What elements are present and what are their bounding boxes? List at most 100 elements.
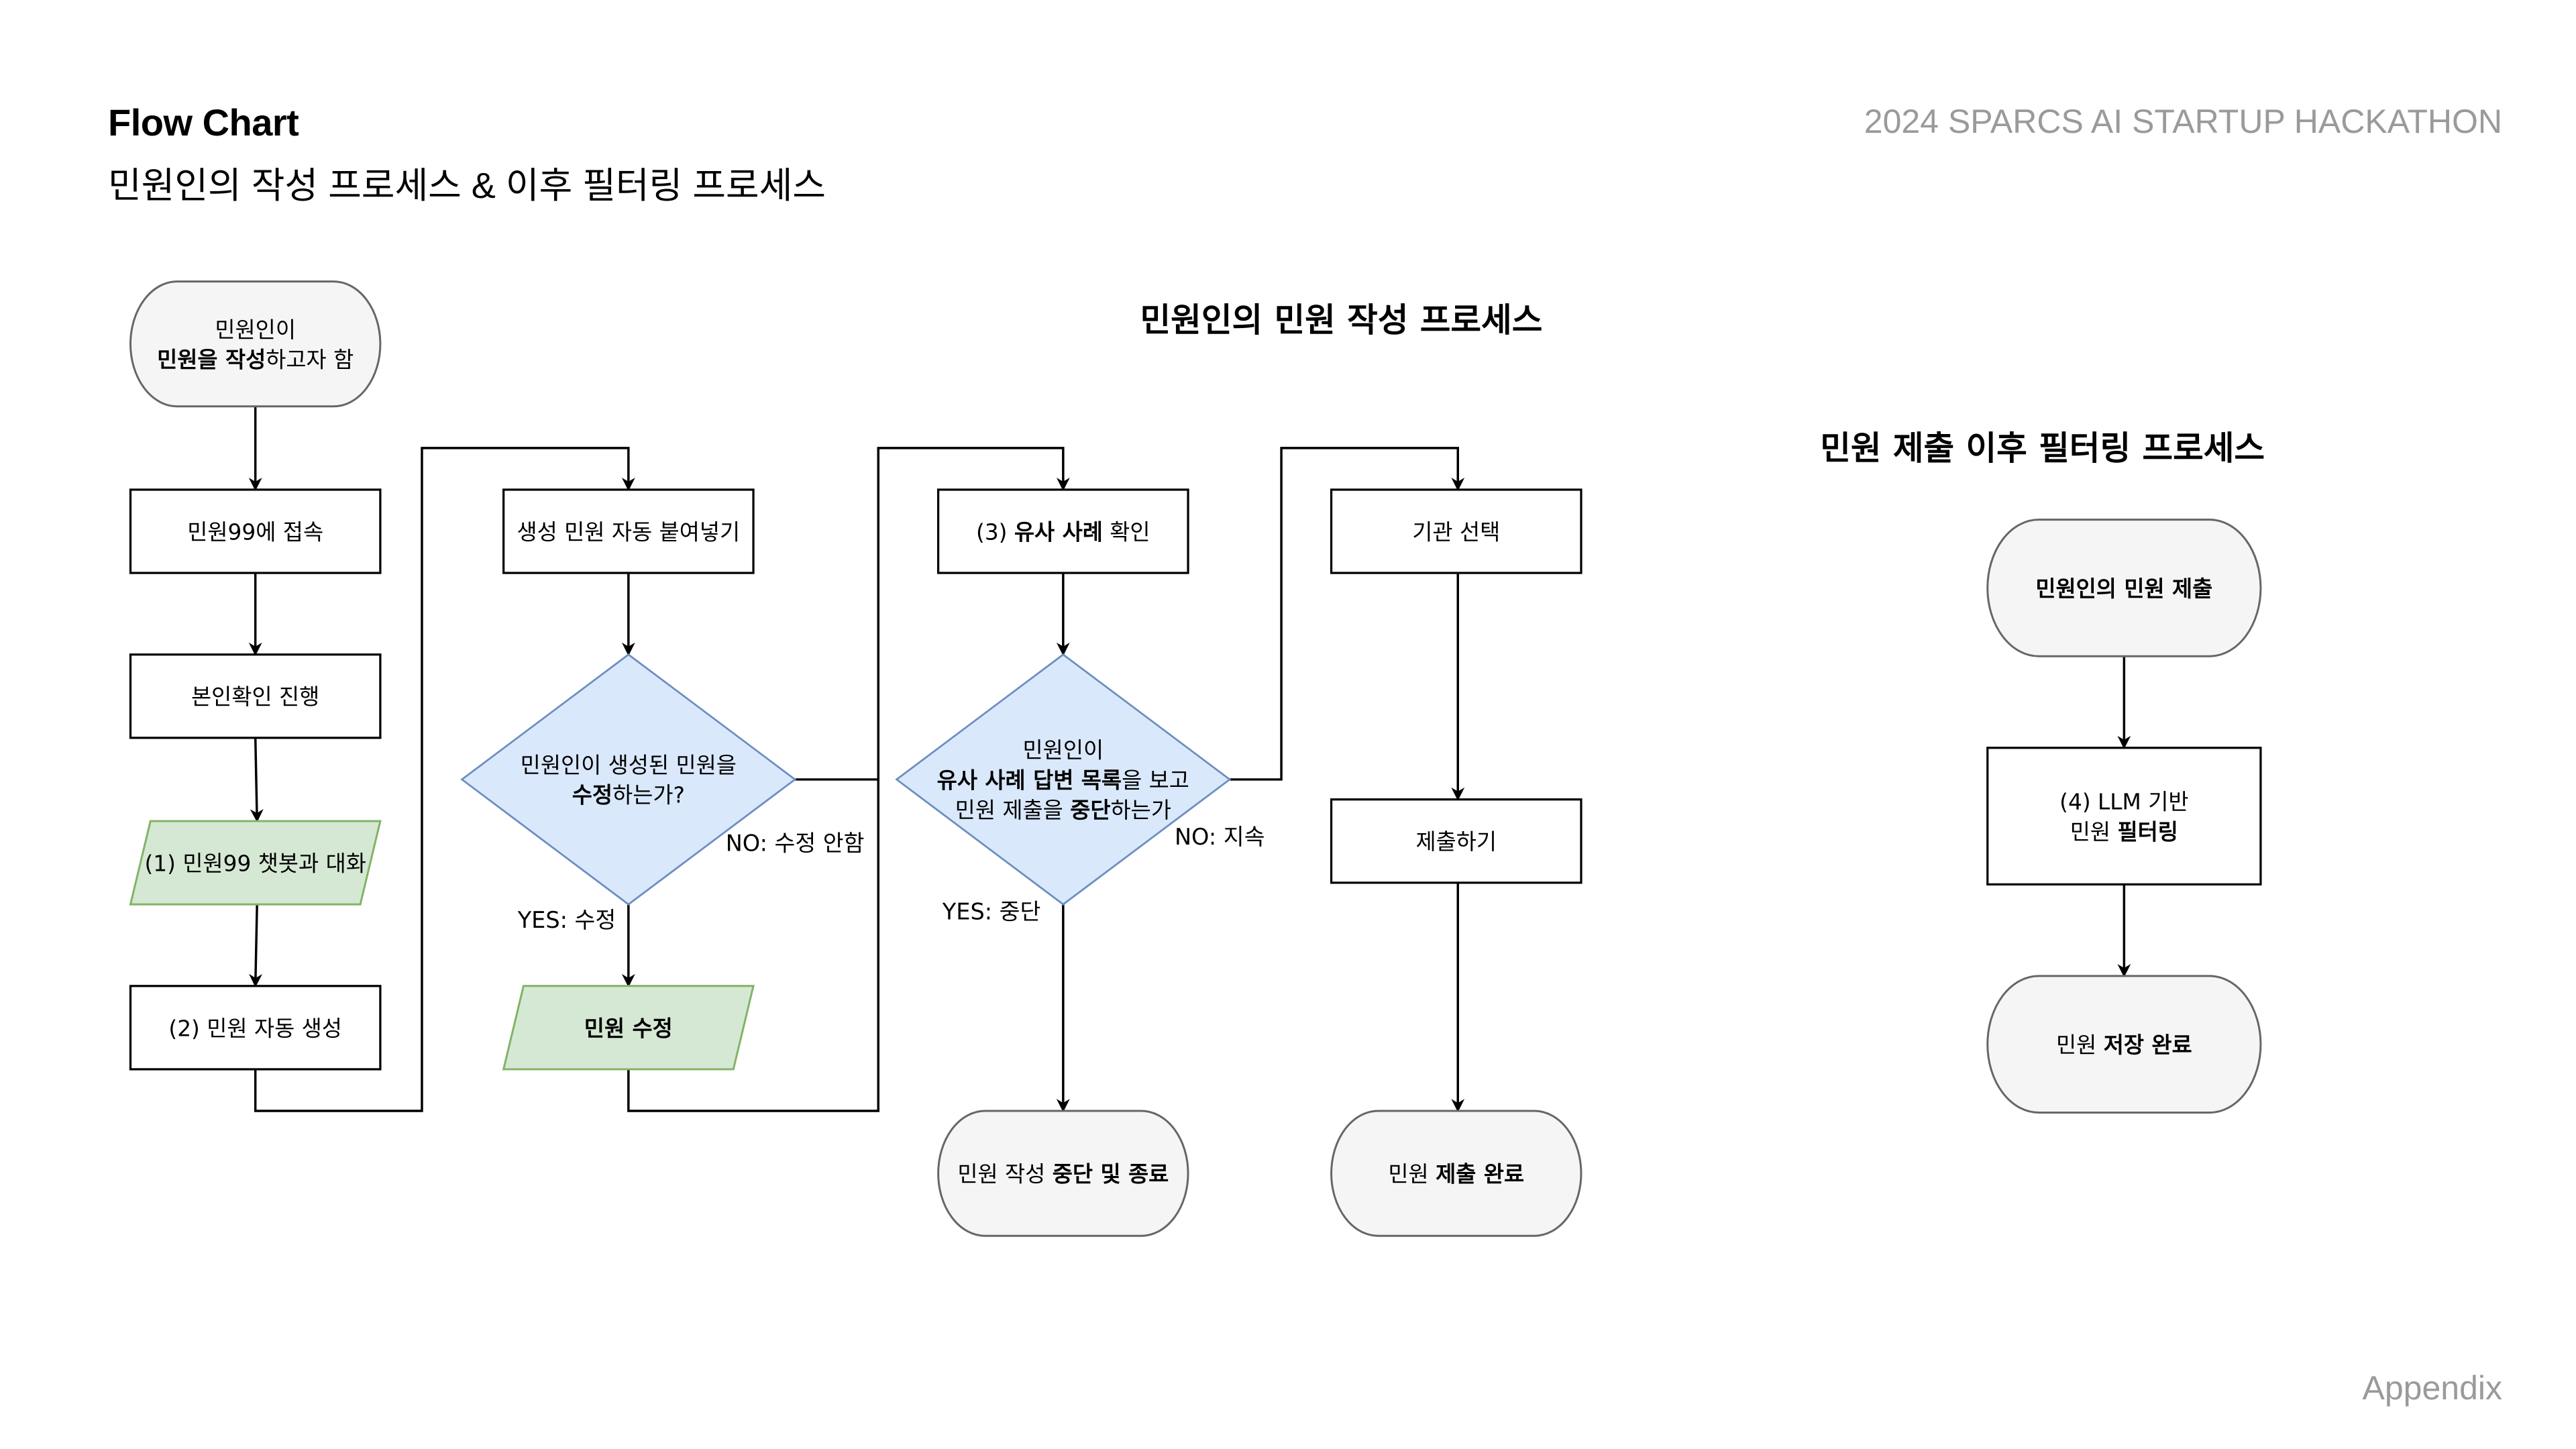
node-text-bold: 민원 수정 bbox=[584, 1016, 673, 1041]
terminal-shape bbox=[1986, 519, 2262, 657]
node-text-regular: 민원 작성 bbox=[957, 1162, 1052, 1187]
node-text-line: 민원 작성 중단 및 종료 bbox=[957, 1162, 1169, 1187]
node-text-bold: 유사 사례 답변 목록 bbox=[937, 767, 1122, 793]
node-text-line: 민원 제출을 중단하는가 bbox=[955, 798, 1171, 823]
section-title-writing: 민원인의 민원 작성 프로세스 bbox=[1140, 301, 1543, 339]
process-shape bbox=[1330, 488, 1582, 574]
node-text-regular: 제출하기 bbox=[1415, 829, 1497, 855]
node-text-line: (4) LLM 기반 bbox=[2059, 790, 2188, 815]
edges bbox=[248, 406, 2131, 1112]
node-chatbot[interactable]: (1) 민원99 챗봇과 대화 bbox=[129, 820, 382, 906]
node-text-line: 민원 제출 완료 bbox=[1388, 1162, 1524, 1187]
node-text-line: (3) 유사 사례 확인 bbox=[976, 519, 1150, 545]
node-text-line: 민원인이 bbox=[215, 317, 296, 343]
node-edit[interactable]: 민원 수정 bbox=[502, 985, 755, 1071]
node-text-bold: 중단 bbox=[1070, 798, 1110, 823]
node-text-regular: (4) LLM 기반 bbox=[2059, 790, 2188, 815]
node-submit-end[interactable]: 민원 제출 완료 bbox=[1330, 1110, 1582, 1237]
node-text-regular: 본인확인 진행 bbox=[191, 684, 319, 710]
process-shape bbox=[1986, 747, 2262, 885]
terminal-shape bbox=[129, 280, 382, 408]
node-text-line: 민원인이 bbox=[1023, 738, 1104, 763]
node-text-regular: 민원 제출을 bbox=[955, 798, 1071, 823]
node-text-line: 본인확인 진행 bbox=[191, 684, 319, 710]
node-access[interactable]: 민원99에 접속 bbox=[129, 488, 382, 574]
node-f-end[interactable]: 민원 저장 완료 bbox=[1986, 975, 2262, 1114]
node-text-line: 수정하는가? bbox=[572, 783, 685, 808]
node-text-regular: 확인 bbox=[1103, 519, 1150, 545]
io-shape bbox=[502, 985, 755, 1071]
node-submit[interactable]: 제출하기 bbox=[1330, 798, 1582, 884]
edge-label: YES: 중단 bbox=[942, 898, 1040, 924]
node-text-regular: (3) bbox=[976, 519, 1014, 545]
node-text-line: 기관 선택 bbox=[1412, 519, 1500, 545]
edge-chatbot-to-autogen bbox=[249, 904, 262, 987]
process-shape bbox=[1330, 798, 1582, 884]
section-title-filtering: 민원 제출 이후 필터링 프로세스 bbox=[1820, 429, 2265, 468]
node-text-line: 민원 저장 완료 bbox=[2056, 1032, 2192, 1058]
node-text-regular: 생성 민원 자동 붙여넣기 bbox=[517, 519, 740, 545]
node-text-regular: 민원인이 생성된 민원을 bbox=[521, 753, 737, 778]
process-shape bbox=[129, 488, 382, 574]
edge-verify-to-chatbot bbox=[250, 737, 264, 822]
terminal-shape bbox=[1986, 975, 2262, 1114]
process-shape bbox=[502, 488, 755, 574]
node-f-start[interactable]: 민원인의 민원 제출 bbox=[1986, 519, 2262, 657]
node-text-bold: 민원을 작성 bbox=[157, 347, 266, 372]
event-brand: 2024 SPARCS AI STARTUP HACKATHON bbox=[1864, 103, 2502, 140]
node-autogen[interactable]: (2) 민원 자동 생성 bbox=[129, 985, 382, 1071]
page-title: Flow Chart bbox=[108, 101, 299, 144]
node-text-line: (2) 민원 자동 생성 bbox=[168, 1016, 342, 1041]
process-shape bbox=[937, 488, 1189, 574]
node-text-bold: 필터링 bbox=[2117, 819, 2178, 845]
node-text-regular: 하는가? bbox=[612, 783, 685, 808]
node-text-regular: (2) 민원 자동 생성 bbox=[168, 1016, 342, 1041]
node-paste[interactable]: 생성 민원 자동 붙여넣기 bbox=[502, 488, 755, 574]
node-text-regular: 민원 bbox=[1388, 1162, 1436, 1187]
node-agency[interactable]: 기관 선택 bbox=[1330, 488, 1582, 574]
node-text-line: 민원을 작성하고자 함 bbox=[157, 347, 354, 372]
edge-stop-q-to-agency bbox=[1230, 447, 1465, 781]
node-text-line: 민원99에 접속 bbox=[187, 519, 323, 545]
node-text-line: 민원인의 민원 제출 bbox=[2035, 576, 2212, 602]
io-shape bbox=[129, 820, 382, 906]
node-text-bold: 민원인의 민원 제출 bbox=[2035, 576, 2212, 602]
node-similar[interactable]: (3) 유사 사례 확인 bbox=[937, 488, 1189, 574]
node-stop-end[interactable]: 민원 작성 중단 및 종료 bbox=[937, 1110, 1189, 1237]
page-subtitle: 민원인의 작성 프로세스 & 이후 필터링 프로세스 bbox=[108, 166, 826, 206]
node-text-bold: 저장 완료 bbox=[2104, 1032, 2192, 1058]
decision-shape bbox=[895, 653, 1232, 906]
node-text-line: 민원인이 생성된 민원을 bbox=[521, 753, 737, 778]
node-text-regular: 민원인이 bbox=[1023, 738, 1104, 763]
node-text-line: (1) 민원99 챗봇과 대화 bbox=[145, 851, 366, 876]
node-text-bold: 수정 bbox=[572, 783, 612, 808]
node-text-regular: 기관 선택 bbox=[1412, 519, 1500, 545]
node-text-regular: 민원 bbox=[2056, 1032, 2104, 1058]
node-text-regular: 하는가 bbox=[1111, 798, 1171, 823]
node-text-bold: 제출 완료 bbox=[1436, 1162, 1524, 1187]
decision-shape bbox=[460, 653, 797, 906]
terminal-shape bbox=[1330, 1110, 1582, 1237]
edge-edit-to-similar bbox=[627, 447, 879, 1112]
node-text-regular: 하고자 함 bbox=[266, 347, 354, 372]
process-shape bbox=[129, 985, 382, 1071]
node-text-line: 제출하기 bbox=[1415, 829, 1497, 855]
node-text-regular: (1) 민원99 챗봇과 대화 bbox=[145, 851, 366, 876]
node-text-line: 민원 수정 bbox=[584, 1016, 673, 1041]
node-verify[interactable]: 본인확인 진행 bbox=[129, 653, 382, 739]
edge-label: YES: 수정 bbox=[517, 907, 616, 933]
terminal-shape bbox=[937, 1110, 1189, 1237]
node-text-regular: 을 보고 bbox=[1122, 767, 1189, 793]
node-text-line: 유사 사례 답변 목록을 보고 bbox=[937, 767, 1189, 793]
node-text-line: 민원 필터링 bbox=[2070, 819, 2178, 845]
node-text-regular: 민원 bbox=[2070, 819, 2118, 845]
process-shape bbox=[129, 653, 382, 739]
edge-label: NO: 수정 안함 bbox=[726, 830, 865, 857]
